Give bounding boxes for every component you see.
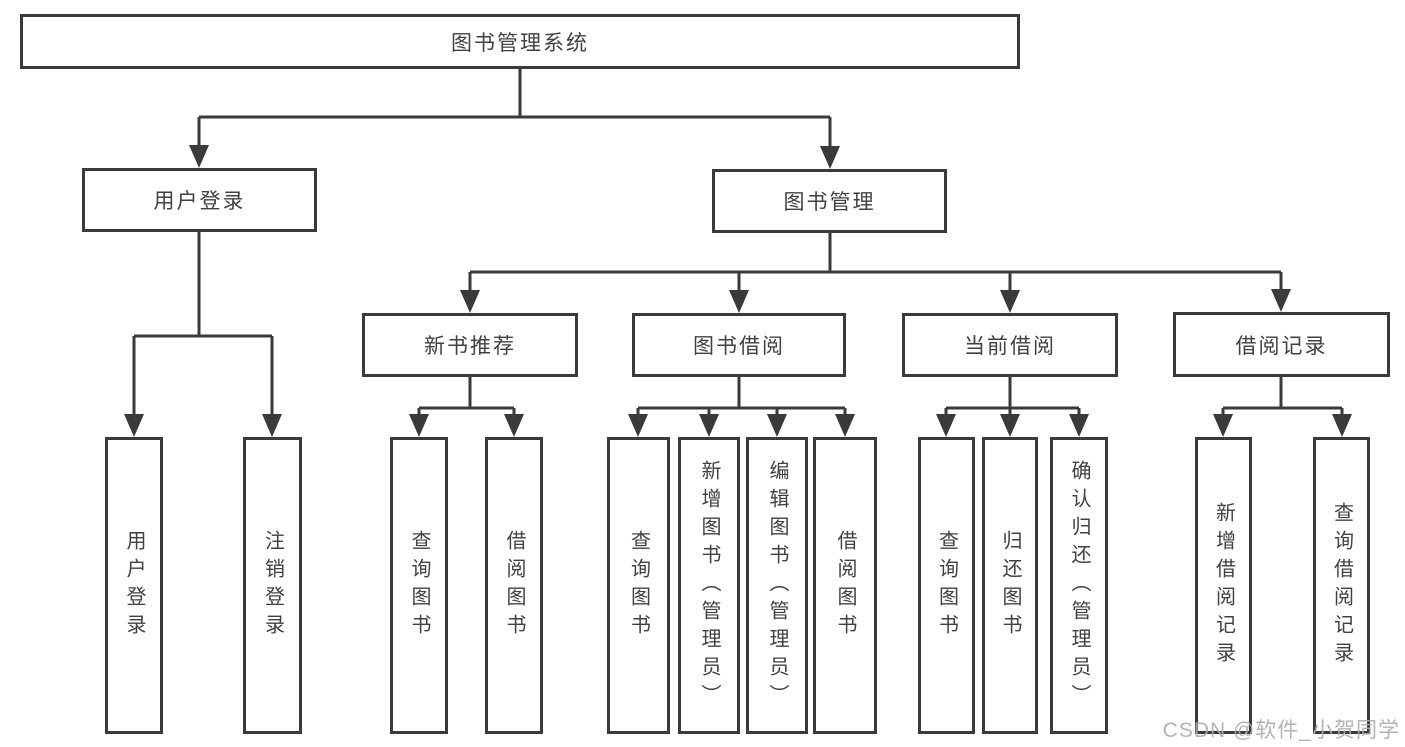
node-book-management-label: 图书管理 [783,191,876,214]
node-borrow-records: 借阅记录 [1173,312,1390,377]
leaf-user-login: 用户登录 [105,437,163,734]
node-new-book-recommend-label: 新书推荐 [424,335,516,358]
leaf-newbooks-query: 查询图书 [390,437,448,734]
leaf-records-add: 新增借阅记录 [1195,437,1252,734]
leaf-borrowing-borrow-label: 借阅图书 [834,529,856,642]
leaf-newbooks-borrow-label: 借阅图书 [503,529,525,642]
leaf-borrowing-edit: 编辑图书（管理员） [746,437,808,734]
leaf-logout: 注销登录 [243,437,302,734]
leaf-records-query-label: 查询借阅记录 [1330,501,1353,670]
leaf-borrowing-borrow: 借阅图书 [813,437,877,734]
node-user-login: 用户登录 [82,168,317,232]
node-new-book-recommend: 新书推荐 [362,313,578,377]
leaf-current-confirm-return: 确认归还（管理员） [1050,437,1108,734]
leaf-borrowing-add-label: 新增图书（管理员） [698,459,720,712]
node-book-borrowing: 图书借阅 [632,313,846,377]
leaf-borrowing-query: 查询图书 [607,437,670,734]
csdn-watermark: CSDN @软件_小贺同学 [1162,719,1400,742]
node-borrow-records-label: 借阅记录 [1235,334,1328,358]
leaf-records-query: 查询借阅记录 [1313,437,1370,734]
leaf-borrowing-edit-label: 编辑图书（管理员） [766,459,788,712]
leaf-current-query-label: 查询图书 [935,529,958,642]
leaf-newbooks-borrow: 借阅图书 [485,437,543,734]
leaf-user-login-label: 用户登录 [123,529,145,642]
leaf-borrowing-add: 新增图书（管理员） [678,437,740,734]
node-root-label: 图书管理系统 [451,31,589,55]
node-current-borrowing-label: 当前借阅 [964,335,1056,358]
leaf-records-add-label: 新增借阅记录 [1212,501,1235,670]
leaf-current-confirm-return-label: 确认归还（管理员） [1068,459,1090,712]
node-current-borrowing: 当前借阅 [902,313,1118,377]
tree-edges [132,69,1344,419]
node-user-login-label: 用户登录 [153,190,246,213]
leaf-newbooks-query-label: 查询图书 [408,529,430,642]
leaf-current-query: 查询图书 [918,437,975,734]
leaf-logout-label: 注销登录 [261,529,284,642]
arrowheads [124,145,1352,437]
node-book-management: 图书管理 [712,169,947,233]
leaf-current-return: 归还图书 [982,437,1038,734]
leaf-borrowing-query-label: 查询图书 [627,529,650,642]
leaf-current-return-label: 归还图书 [999,529,1021,642]
node-root-system: 图书管理系统 [20,14,1020,69]
node-book-borrowing-label: 图书借阅 [693,335,785,358]
